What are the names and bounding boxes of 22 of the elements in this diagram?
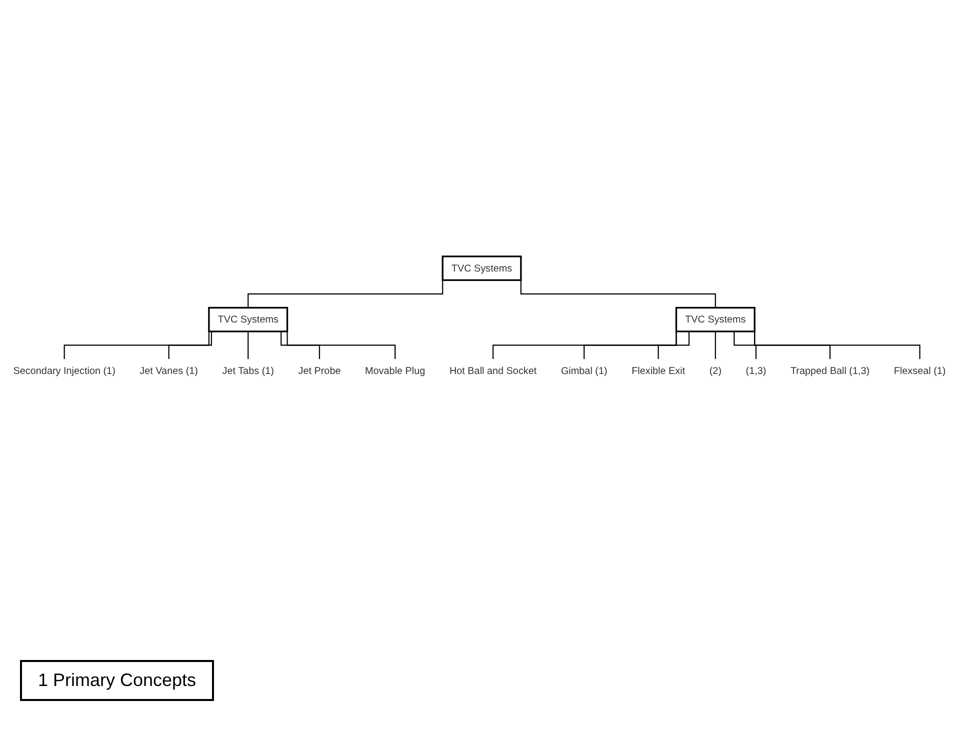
node-text: Secondary Injection (1) [13, 366, 116, 377]
node-text: Movable Plug [365, 366, 426, 377]
node-text: Jet Probe [298, 366, 341, 377]
node-text: Flexible Exit [632, 366, 686, 377]
node-text: (2) [709, 366, 722, 377]
connector [168, 332, 212, 360]
connector [734, 332, 757, 360]
node-text: Flexseal (1) [894, 366, 946, 377]
connector [658, 332, 690, 360]
node-box: TVC Systems [675, 307, 756, 333]
node-text: Jet Tabs (1) [222, 366, 274, 377]
node-box: TVC Systems [442, 256, 522, 282]
footnote-text: 1 Primary Concepts [20, 660, 214, 701]
node-text: Hot Ball and Socket [449, 366, 537, 377]
node-text: Trapped Ball (1,3) [790, 366, 870, 377]
connector [280, 332, 320, 360]
node-box: TVC Systems [208, 307, 288, 333]
connector [248, 332, 249, 360]
node-text: Jet Vanes (1) [140, 366, 198, 377]
connector [714, 332, 716, 360]
node-text: (1,3) [746, 366, 766, 377]
node-text: Gimbal (1) [560, 366, 608, 377]
